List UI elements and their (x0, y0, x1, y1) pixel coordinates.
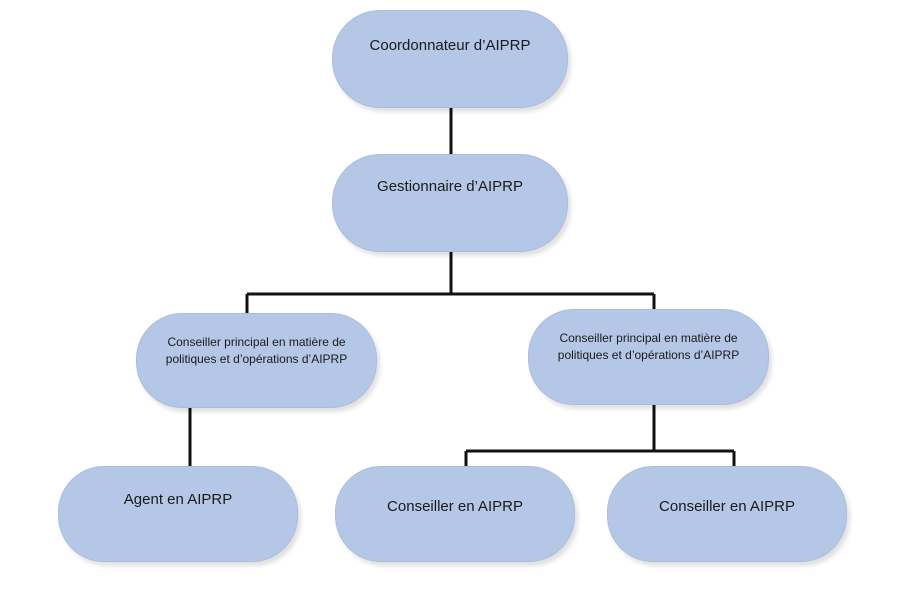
node-manager-label: Gestionnaire d’AIPRP (377, 178, 523, 195)
node-advisor-right: Conseiller en AIPRP (607, 466, 847, 562)
node-manager: Gestionnaire d’AIPRP (332, 154, 568, 252)
node-officer: Agent en AIPRP (58, 466, 298, 562)
node-coordinator: Coordonnateur d’AIPRP (332, 10, 568, 108)
node-senior-advisor-right: Conseiller principal en matière de polit… (528, 309, 769, 405)
node-advisor-right-label: Conseiller en AIPRP (659, 498, 795, 515)
node-advisor-left: Conseiller en AIPRP (335, 466, 575, 562)
node-senior-advisor-left-label: Conseiller principal en matière de polit… (165, 335, 348, 366)
node-coordinator-label: Coordonnateur d’AIPRP (369, 37, 531, 54)
node-advisor-left-label: Conseiller en AIPRP (387, 498, 523, 515)
node-senior-advisor-left: Conseiller principal en matière de polit… (136, 313, 377, 408)
node-senior-advisor-right-label: Conseiller principal en matière de polit… (557, 331, 740, 362)
node-officer-label: Agent en AIPRP (123, 491, 233, 508)
